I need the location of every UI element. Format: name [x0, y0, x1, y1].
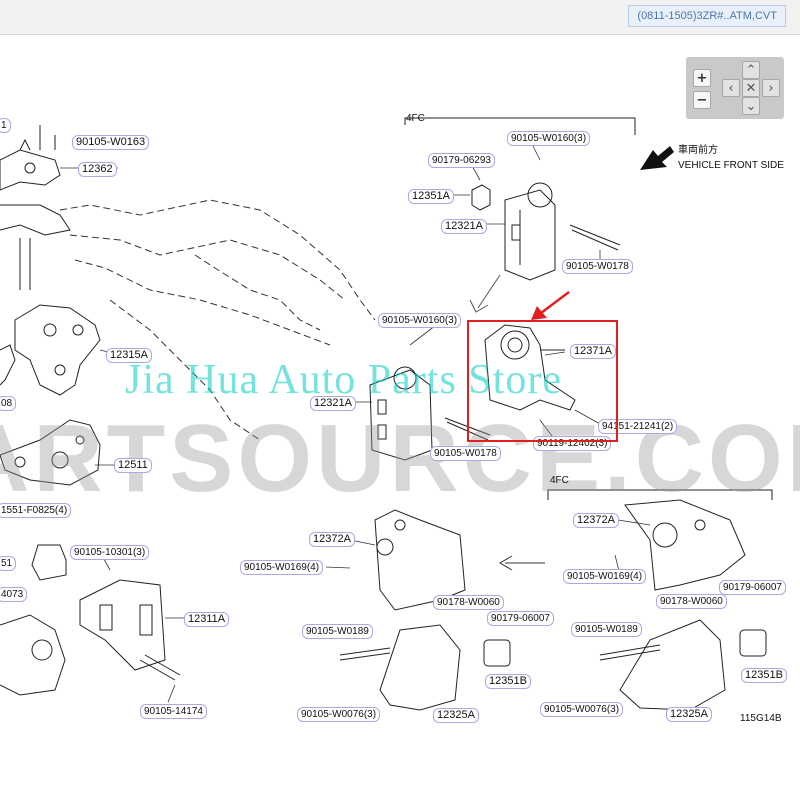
label-12315A[interactable]: 12315A	[106, 348, 152, 363]
label-90105-14174[interactable]: 90105-14174	[140, 704, 207, 719]
label-12362[interactable]: 12362	[78, 162, 117, 177]
label-90105-W0169-right[interactable]: 90105-W0169(4)	[563, 569, 647, 584]
label-12321A-mid[interactable]: 12321A	[310, 396, 356, 411]
label-90105-W0076-left[interactable]: 90105-W0076(3)	[297, 707, 381, 722]
group-4fc-top-bracket	[404, 117, 636, 281]
part-12511-shape	[0, 419, 101, 486]
label-12511[interactable]: 12511	[114, 458, 152, 473]
label-90179-06007-left[interactable]: 90179-06007	[487, 611, 554, 626]
label-90179-06293[interactable]: 90179-06293	[428, 153, 495, 168]
label-90105-W0160-mid[interactable]: 90105-W0160(3)	[378, 313, 462, 328]
label-12351B-left[interactable]: 12351B	[485, 674, 531, 689]
model-filter-badge[interactable]: (0811-1505)3ZR#..ATM,CVT	[628, 5, 786, 27]
pan-down-button[interactable]: ⌄	[742, 97, 760, 115]
label-fragment-08[interactable]: 08	[0, 396, 17, 411]
label-fragment-4073[interactable]: 4073	[0, 587, 28, 602]
label-4fc-top: 4FC	[406, 113, 425, 124]
label-12321A-top[interactable]: 12321A	[441, 219, 487, 234]
label-12371A[interactable]: 12371A	[570, 344, 616, 359]
label-90105-W0178-mid[interactable]: 90105-W0178	[430, 446, 501, 461]
part-12311A-shape	[0, 544, 181, 696]
vehicle-front-en: VEHICLE FRONT SIDE	[678, 160, 784, 171]
part-12362-shape	[0, 125, 71, 290]
pan-left-button[interactable]: ‹	[722, 79, 740, 97]
label-90178-W0060-right[interactable]: 90178-W0060	[656, 594, 727, 609]
part-12325A-left-shape	[339, 624, 511, 711]
diagram-navigation: + − ⌃ ‹ ✕ › ⌄	[686, 57, 784, 119]
highlight-box-12371A	[467, 320, 618, 442]
zoom-in-button[interactable]: +	[693, 69, 711, 87]
engine-outline	[59, 199, 376, 441]
label-90105-W0189-right[interactable]: 90105-W0189	[571, 622, 642, 637]
label-12372A-left[interactable]: 12372A	[309, 532, 355, 547]
label-90105-10301[interactable]: 90105-10301(3)	[70, 545, 150, 560]
diagram-viewport[interactable]: ARTSOURCE.COM 1 90105-W0163 12362 12315A…	[0, 34, 800, 800]
label-90119-12402[interactable]: 90119-12402(3)	[533, 436, 612, 451]
part-12372A-right-shape	[624, 499, 746, 591]
label-90105-W0160-top[interactable]: 90105-W0160(3)	[507, 131, 591, 146]
pan-right-button[interactable]: ›	[762, 79, 780, 97]
reset-view-button[interactable]: ✕	[742, 79, 760, 97]
label-12372A-right[interactable]: 12372A	[573, 513, 619, 528]
highlight-arrow-icon	[531, 291, 570, 320]
arrow-down-to-12371A	[469, 274, 501, 313]
label-12311A[interactable]: 12311A	[184, 612, 230, 627]
label-12351B-right[interactable]: 12351B	[741, 668, 787, 683]
top-bar: (0811-1505)3ZR#..ATM,CVT	[0, 0, 800, 35]
vehicle-front-arrow	[640, 146, 674, 170]
vehicle-front-cn: 車両前方	[678, 145, 718, 156]
store-watermark: Jia Hua Auto Parts Store	[125, 357, 562, 403]
label-4fc-bottom: 4FC	[550, 475, 569, 486]
diagram-code: 115G14B	[740, 713, 782, 724]
label-90105-W0163[interactable]: 90105-W0163	[72, 135, 150, 150]
zoom-out-button[interactable]: −	[693, 91, 711, 109]
part-12315A-shape	[0, 304, 101, 396]
part-12372A-left-shape	[374, 509, 466, 611]
group-4fc-bottom-bracket	[547, 489, 773, 500]
label-fragment-51[interactable]: 51	[0, 556, 17, 571]
pan-up-button[interactable]: ⌃	[742, 61, 760, 79]
label-12351A[interactable]: 12351A	[408, 189, 454, 204]
label-90179-06007-right[interactable]: 90179-06007	[719, 580, 786, 595]
label-90105-W0076-right[interactable]: 90105-W0076(3)	[540, 702, 624, 717]
label-90105-W0169-left[interactable]: 90105-W0169(4)	[240, 560, 324, 575]
part-12371A-shape	[484, 324, 576, 411]
label-12325A-left[interactable]: 12325A	[433, 708, 479, 723]
arrow-left-between-groups	[499, 555, 545, 571]
label-fragment-1[interactable]: 1	[0, 118, 11, 133]
part-12325A-right-shape	[599, 619, 767, 711]
label-90105-W0178-top[interactable]: 90105-W0178	[562, 259, 633, 274]
label-90178-W0060-left[interactable]: 90178-W0060	[433, 595, 504, 610]
label-1551-F0825[interactable]: 1551-F0825(4)	[0, 503, 72, 518]
label-90105-W0189-left[interactable]: 90105-W0189	[302, 624, 373, 639]
label-12325A-right[interactable]: 12325A	[666, 707, 712, 722]
